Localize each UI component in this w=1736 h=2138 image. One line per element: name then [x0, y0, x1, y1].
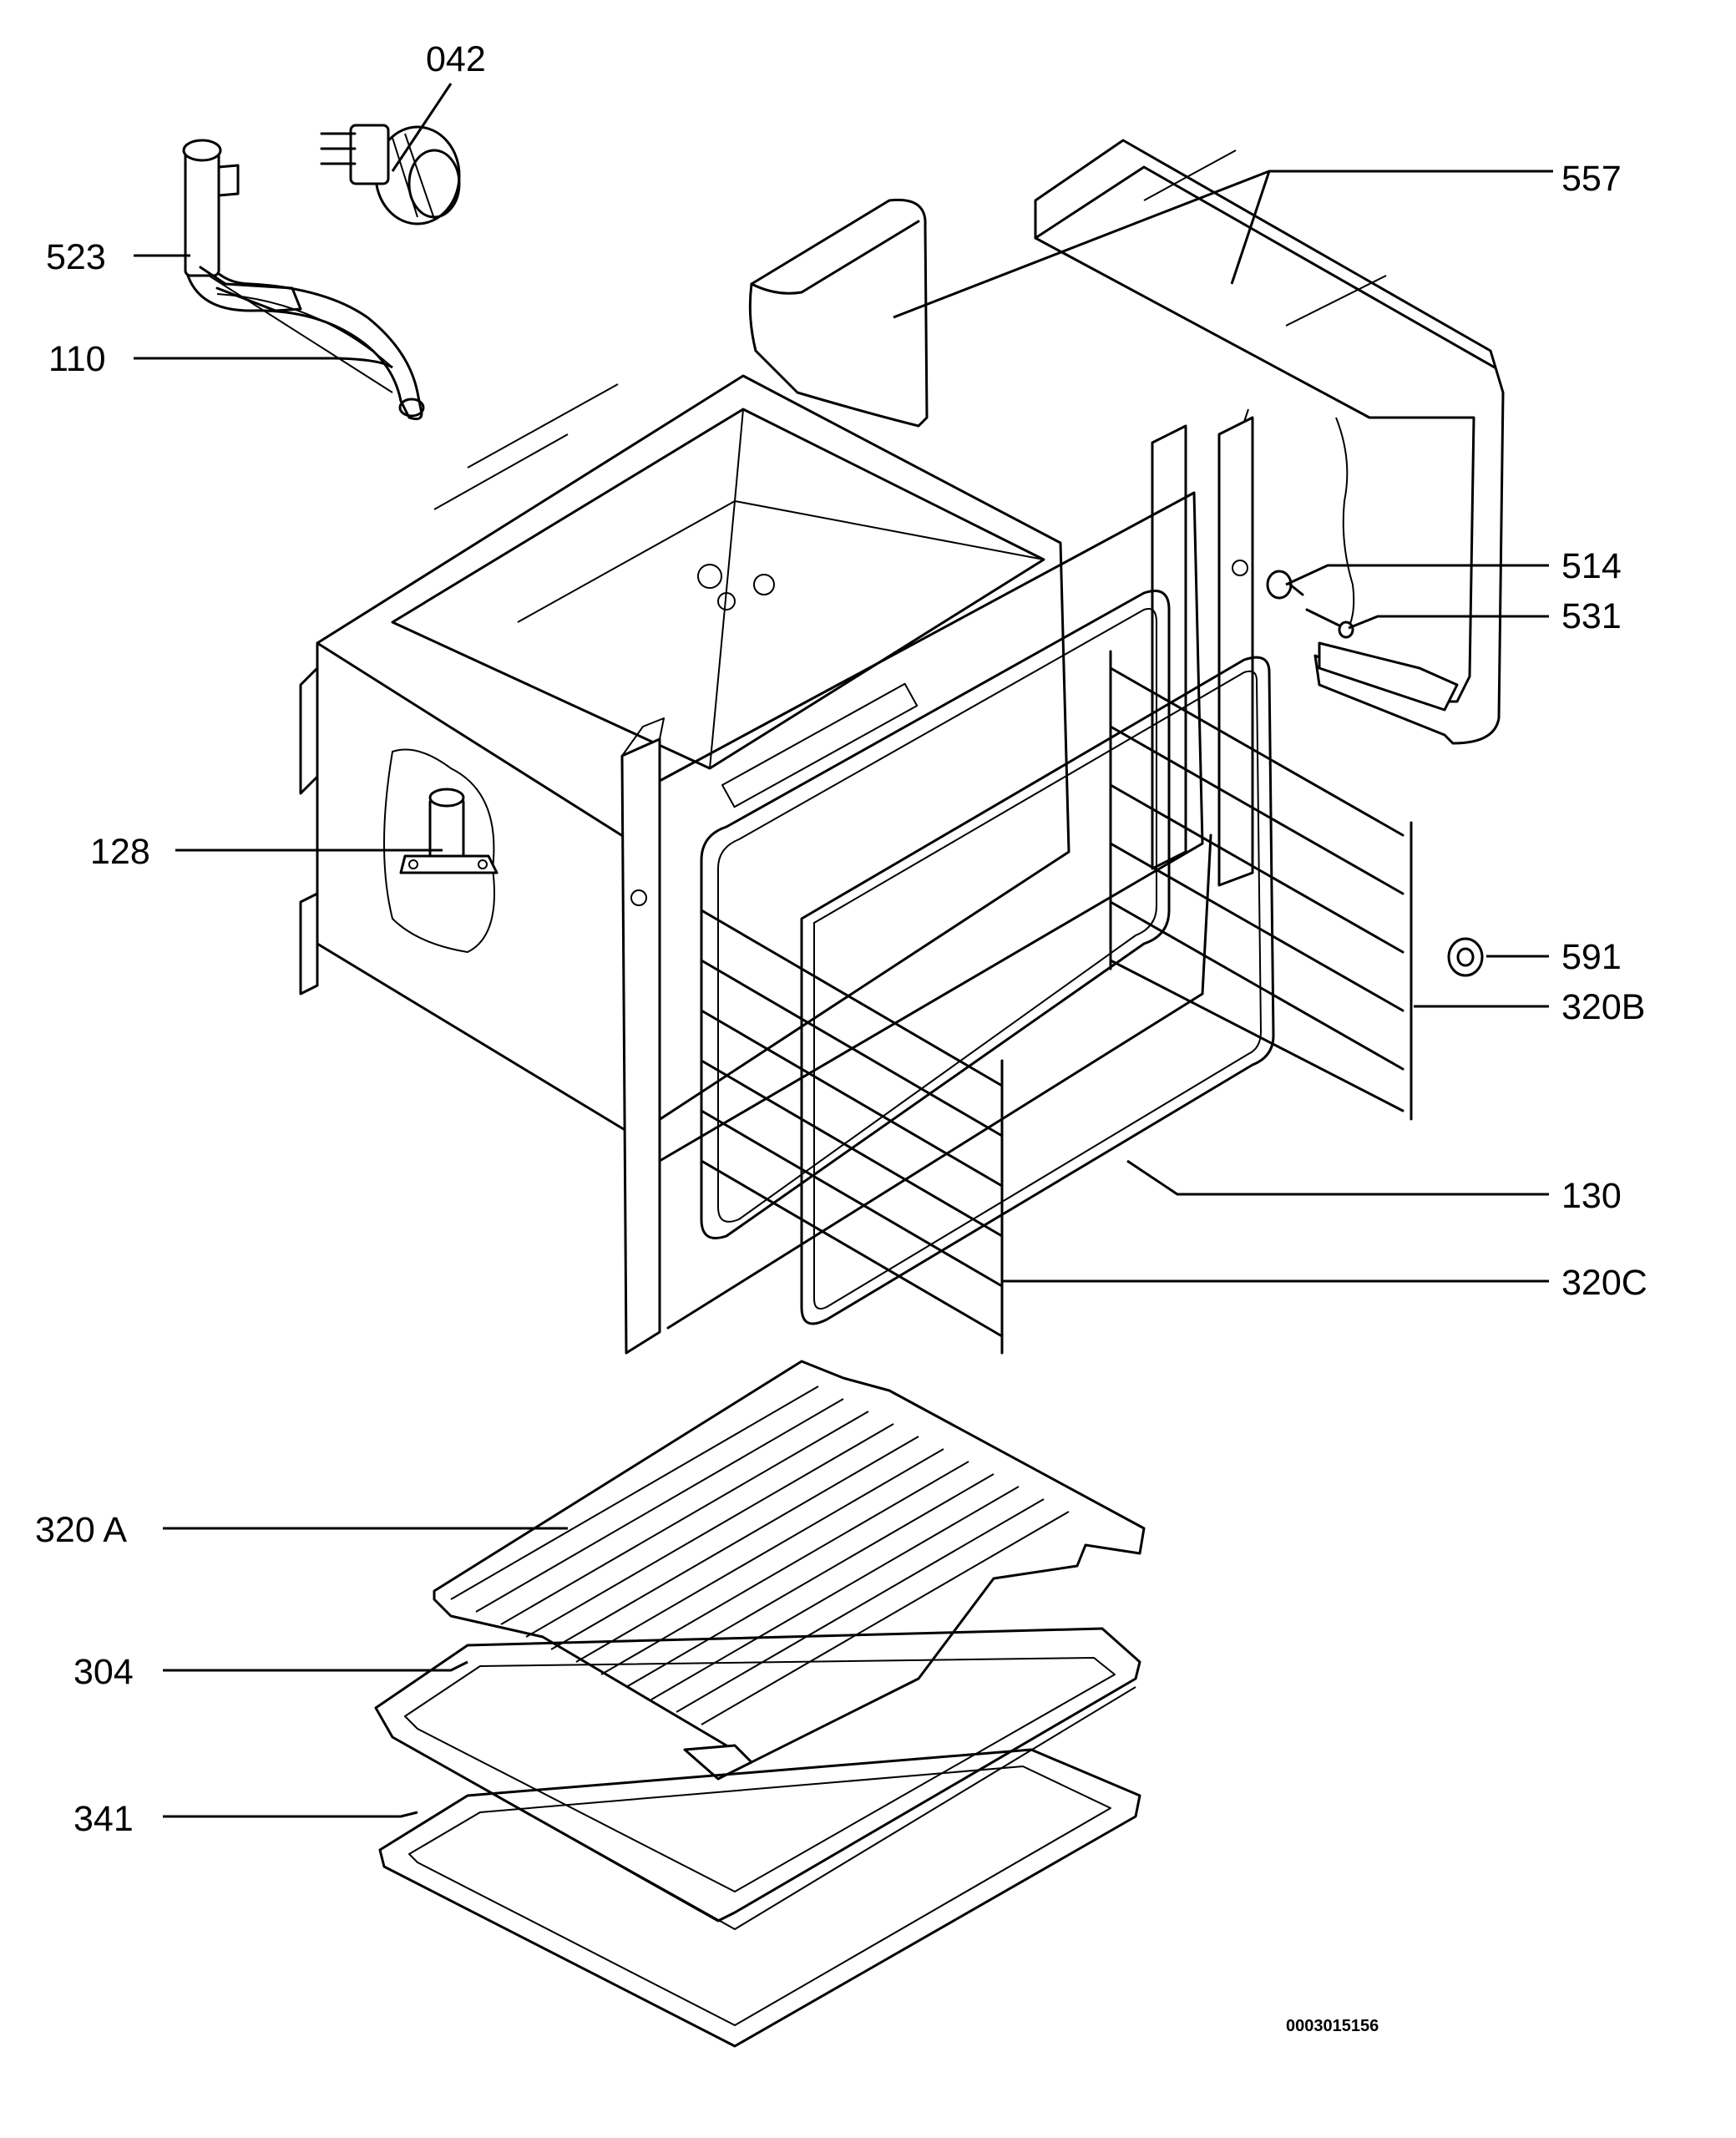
label-523: 523 [46, 237, 106, 277]
sensor-part-523 [182, 139, 302, 312]
grid-shelf-part-320a [433, 1360, 1146, 1781]
label-320a: 320 A [35, 1510, 127, 1550]
drawing-number: 0003015156 [1286, 2017, 1379, 2035]
oven-cavity [299, 374, 1070, 1137]
tray-part-341 [378, 1748, 1141, 2048]
nut-part-591 [1447, 937, 1484, 977]
heating-element-part-130 [800, 656, 1275, 1325]
shelf-runners-left-320c [700, 909, 1004, 1355]
label-320c: 320C [1561, 1263, 1647, 1303]
label-110: 110 [48, 339, 106, 379]
label-304: 304 [73, 1652, 134, 1692]
hose-part-110 [186, 249, 425, 421]
label-557: 557 [1561, 159, 1622, 199]
lamp-holder-part-042 [320, 124, 461, 225]
leader-lines [134, 83, 1553, 1818]
label-042: 042 [426, 39, 486, 79]
insulation-part-557 [748, 139, 1505, 745]
label-531: 531 [1561, 596, 1622, 636]
screw-part-514 [1266, 570, 1304, 600]
label-128: 128 [90, 832, 150, 872]
label-591: 591 [1561, 937, 1622, 977]
label-341: 341 [73, 1799, 134, 1839]
connector-part-128 [399, 788, 499, 874]
front-frame [620, 408, 1254, 1355]
shelf-runners-right-320b [1109, 650, 1413, 1121]
label-514: 514 [1561, 546, 1622, 586]
label-320b: 320B [1561, 987, 1645, 1027]
screw-part-531 [1305, 608, 1354, 639]
callout-labels: 042 523 110 557 514 531 128 591 320B 130… [35, 39, 1647, 2035]
label-130: 130 [1561, 1176, 1622, 1216]
